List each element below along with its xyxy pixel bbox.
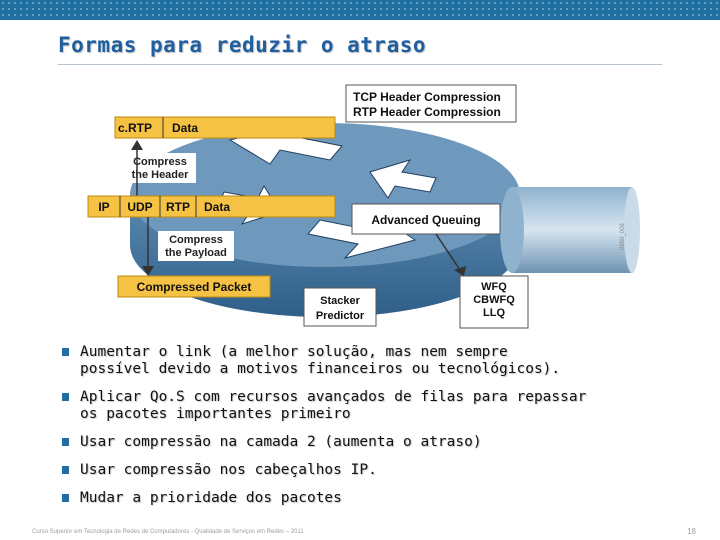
up-arrow-icon: [131, 140, 143, 150]
bullet-text: Usar compressão nos cabeçalhos IP.: [80, 462, 377, 478]
router-arrow-icon: [369, 159, 437, 199]
ip-field-data: Data: [204, 200, 230, 214]
page-title: Formas para reduzir o atraso: [58, 33, 427, 57]
crtp-packet: [114, 116, 336, 139]
delay-reduction-diagram: 0950_006 TCP Header Compression RTP Head…: [87, 84, 640, 329]
tcp-header-compression-label: TCP Header Compression: [353, 90, 501, 104]
bullet-text: Mudar a prioridade dos pacotes: [80, 490, 342, 506]
bullet-icon: [62, 494, 69, 502]
compress-payload-label: Compress: [169, 234, 223, 246]
compress-header-label-bg: [128, 153, 196, 183]
link-tube-start: [624, 187, 640, 273]
top-banner: [0, 0, 720, 20]
bullet-item: Usar compressão nos cabeçalhos IP.: [62, 462, 682, 479]
bullet-text: Aplicar Qo.S com recursos avançados de f…: [80, 389, 587, 405]
down-arrow-icon: [454, 266, 466, 276]
queuing-methods-box: [459, 275, 529, 329]
bullet-text: Usar compressão na camada 2 (aumenta o a…: [80, 434, 482, 450]
compress-header-label: Compress: [133, 156, 187, 168]
page-number: 18: [687, 527, 696, 536]
bullet-item: Aplicar Qo.S com recursos avançados de f…: [62, 389, 682, 423]
banner-pattern: [0, 0, 720, 20]
bullet-text: Aumentar o link (a melhor solução, mas n…: [80, 344, 508, 360]
advanced-queuing-box: [351, 203, 501, 235]
bullet-icon: [62, 438, 69, 446]
header-compression-box: [345, 84, 517, 123]
down-arrow-icon: [142, 266, 154, 276]
bullet-text: possível devido a motivos financeiros ou…: [80, 361, 561, 377]
ip-field-rtp: RTP: [166, 200, 190, 214]
bullet-icon: [62, 466, 69, 474]
ip-field-udp: UDP: [127, 200, 152, 214]
llq-label: LLQ: [483, 307, 505, 319]
bullet-item: Aumentar o link (a melhor solução, mas n…: [62, 344, 682, 378]
link-tube: [512, 187, 632, 273]
bullet-list: Aumentar o link (a melhor solução, mas n…: [62, 344, 682, 518]
title-divider: [58, 64, 662, 65]
compress-header-label: the Header: [132, 169, 190, 181]
bullet-text: os pacotes importantes primeiro: [80, 406, 351, 422]
stacker-predictor-box: [303, 287, 377, 327]
bullet-icon: [62, 393, 69, 401]
bullet-icon: [62, 348, 69, 356]
queuing-connector: [435, 233, 461, 271]
cbwfq-label: CBWFQ: [473, 294, 515, 306]
compress-payload-label-bg: [158, 231, 234, 261]
link-tube-end: [500, 187, 524, 273]
figure-code: 0950_006: [620, 223, 626, 250]
predictor-label: Predictor: [316, 310, 365, 322]
stacker-label: Stacker: [320, 295, 360, 307]
ip-field-ip: IP: [98, 200, 109, 214]
compressed-packet-label: Compressed Packet: [137, 280, 252, 294]
compressed-packet: [117, 275, 271, 298]
wfq-label: WFQ: [481, 281, 507, 293]
crtp-field-crtp: c.RTP: [118, 121, 152, 135]
bullet-item: Mudar a prioridade dos pacotes: [62, 490, 682, 507]
rtp-header-compression-label: RTP Header Compression: [353, 105, 501, 119]
crtp-field-data: Data: [172, 121, 198, 135]
footer-text: Curso Superior em Tecnologia de Redes de…: [32, 529, 304, 535]
bullet-item: Usar compressão na camada 2 (aumenta o a…: [62, 434, 682, 451]
ip-packet: [87, 195, 336, 218]
advanced-queuing-label: Advanced Queuing: [371, 213, 480, 227]
compress-payload-label: the Payload: [165, 247, 227, 259]
